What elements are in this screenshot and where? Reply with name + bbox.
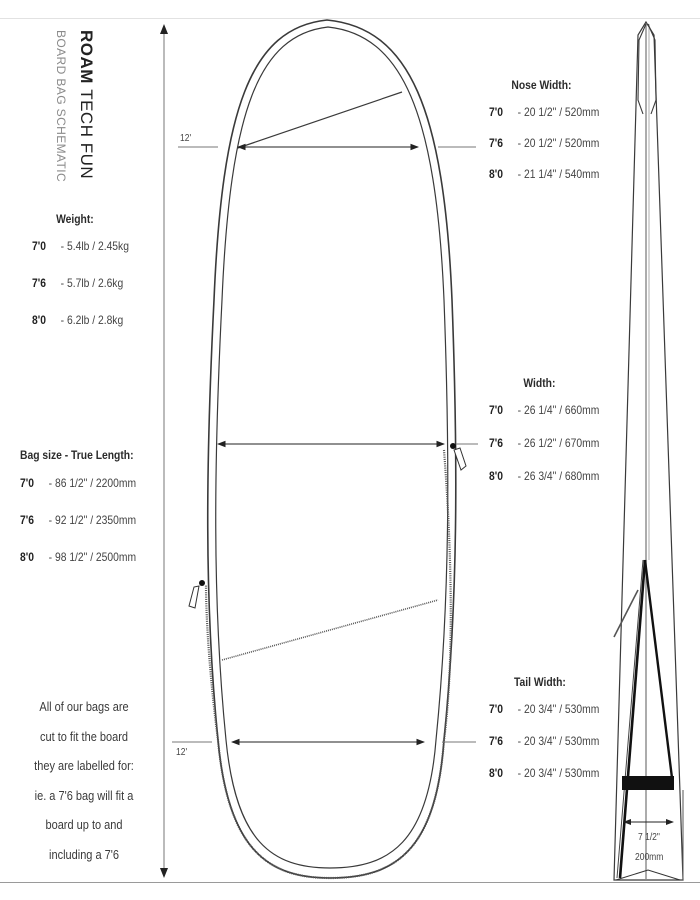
bag-size-row: 8'0 - 98 1/2" / 2500mm [20, 550, 137, 564]
nose-width-row: 7'6 - 20 1/2" / 520mm [489, 136, 600, 150]
bag-size-row: 7'0 - 86 1/2" / 2200mm [20, 476, 137, 490]
nose-width-row: 8'0 - 21 1/4" / 540mm [489, 167, 600, 181]
weight-row: 7'0 - 5.4lb / 2.45kg [32, 239, 129, 253]
note-line: cut to fit the board [39, 729, 129, 744]
side-width-mm: 200mm [635, 852, 664, 863]
weight-spec: Weight: 7'0 - 5.4lb / 2.45kg 7'6 - 5.7lb… [32, 212, 129, 349]
nose-width-row: 7'0 - 20 1/2" / 520mm [489, 105, 600, 119]
width-spec: Width: 7'0 - 26 1/4" / 660mm 7'6 - 26 1/… [489, 376, 599, 501]
note-line: they are labelled for: [34, 759, 134, 773]
nose-seam [237, 91, 403, 149]
fit-note: All of our bags are cut to fit the board… [22, 693, 145, 870]
title-block: ROAM TECH FUN BOARD BAG SCHEMATIC [52, 30, 108, 183]
brand-name: ROAM [77, 30, 96, 84]
side-width-inches: 7 1/2" [638, 832, 660, 843]
tail-width-row: 8'0 - 20 3/4" / 530mm [489, 766, 600, 780]
side-profile-view [613, 20, 684, 881]
bottom-divider [0, 882, 700, 883]
top-divider [0, 18, 700, 19]
schematic-subtitle: BOARD BAG SCHEMATIC [54, 30, 68, 183]
nose-width-heading: Nose Width: [511, 78, 572, 92]
bag-size-heading: Bag size - True Length: [20, 448, 134, 462]
bag-size-row: 7'6 - 92 1/2" / 2350mm [20, 513, 137, 527]
note-line: All of our bags are [39, 700, 129, 714]
nose-width-spec: Nose Width: 7'0 - 20 1/2" / 520mm 7'6 - … [489, 78, 599, 197]
tail-width-heading: Tail Width: [513, 675, 566, 689]
weight-row: 7'6 - 5.7lb / 2.6kg [32, 276, 124, 290]
tail-width-row: 7'6 - 20 3/4" / 530mm [489, 734, 600, 748]
nose-offset-label: 12' [180, 133, 192, 144]
tail-width-row: 7'0 - 20 3/4" / 530mm [489, 702, 600, 716]
width-row: 7'6 - 26 1/2" / 670mm [489, 436, 600, 450]
board-outline [204, 19, 457, 880]
width-heading: Width: [523, 376, 556, 390]
bag-size-spec: Bag size - True Length: 7'0 - 86 1/2" / … [20, 448, 136, 586]
tail-seam [221, 599, 439, 661]
product-name: TECH FUN [77, 89, 96, 180]
width-row: 7'0 - 26 1/4" / 660mm [489, 403, 600, 417]
tail-offset-label: 12' [176, 747, 188, 758]
product-title: ROAM TECH FUN [76, 30, 96, 179]
note-line: ie. a 7'6 bag will fit a [34, 788, 134, 803]
weight-heading: Weight: [56, 212, 94, 226]
tail-width-spec: Tail Width: 7'0 - 20 3/4" / 530mm 7'6 - … [489, 675, 599, 797]
note-line: board up to and [45, 818, 123, 832]
length-arrow [160, 24, 168, 878]
zipper-pull-right-icon [450, 443, 467, 471]
weight-row: 8'0 - 6.2lb / 2.8kg [32, 313, 124, 327]
width-row: 8'0 - 26 3/4" / 680mm [489, 469, 600, 483]
note-line: including a 7'6 [49, 847, 119, 862]
zipper-pull-left-icon [188, 580, 205, 609]
